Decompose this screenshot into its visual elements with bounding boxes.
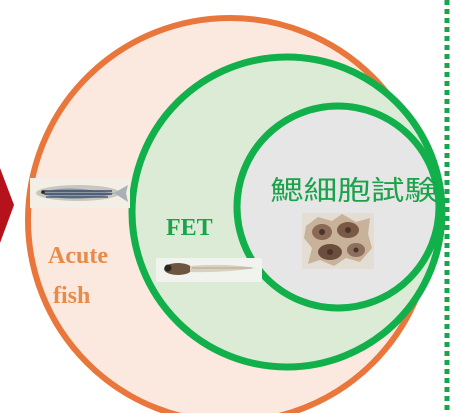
fet-label: FET	[166, 215, 213, 241]
arrow-left-edge	[0, 168, 14, 243]
adult-zebrafish-icon	[30, 178, 130, 208]
acute-fish-label-line2: fish	[53, 283, 90, 309]
fish-embryo-larva-icon	[156, 258, 262, 282]
gill-cell-culture-icon	[302, 213, 374, 269]
acute-fish-label-line1: Acute	[48, 243, 108, 269]
gill-cell-circle	[237, 106, 439, 308]
gill-cell-test-label: 鰓細胞試験	[270, 176, 438, 207]
